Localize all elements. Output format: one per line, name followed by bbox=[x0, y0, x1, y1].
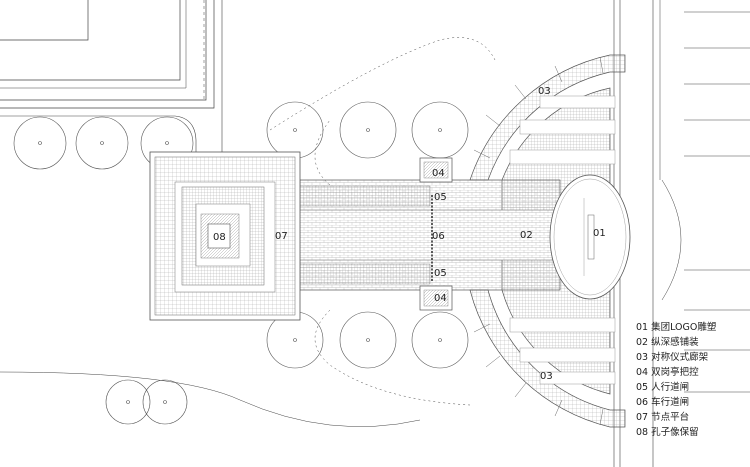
label-driveway: 06 bbox=[432, 231, 445, 242]
legend-item-7: 07 节点平台 bbox=[636, 411, 689, 423]
legend-item-1: 01 集团LOGO雕塑 bbox=[636, 321, 717, 333]
label-platform: 07 bbox=[275, 231, 288, 242]
label-gallery-bottom: 03 bbox=[540, 371, 553, 382]
label-logo: 01 bbox=[593, 228, 606, 239]
label-walkway-top: 05 bbox=[434, 192, 447, 203]
entrance-plaza bbox=[299, 54, 631, 428]
legend-item-3: 03 对称仪式廊架 bbox=[636, 351, 709, 363]
label-walkway-bottom: 05 bbox=[434, 268, 447, 279]
legend-item-6: 06 车行道闸 bbox=[636, 396, 689, 408]
plan-labels: 01 02 03 03 04 04 05 05 06 07 08 bbox=[213, 86, 606, 382]
legend-item-2: 02 纵深感铺装 bbox=[636, 336, 699, 348]
label-gallery-top: 03 bbox=[538, 86, 551, 97]
node-platform bbox=[149, 151, 301, 321]
label-paving: 02 bbox=[520, 230, 533, 241]
legend-item-8: 08 孔子像保留 bbox=[636, 426, 699, 438]
label-statue: 08 bbox=[213, 232, 226, 243]
label-pavilion-top: 04 bbox=[432, 168, 445, 179]
legend: 01 集团LOGO雕塑 02 纵深感铺装 03 对称仪式廊架 04 双岗亭把控 … bbox=[636, 321, 717, 438]
legend-item-4: 04 双岗亭把控 bbox=[636, 366, 699, 378]
legend-item-5: 05 人行道闸 bbox=[636, 381, 689, 393]
label-pavilion-bottom: 04 bbox=[434, 293, 447, 304]
